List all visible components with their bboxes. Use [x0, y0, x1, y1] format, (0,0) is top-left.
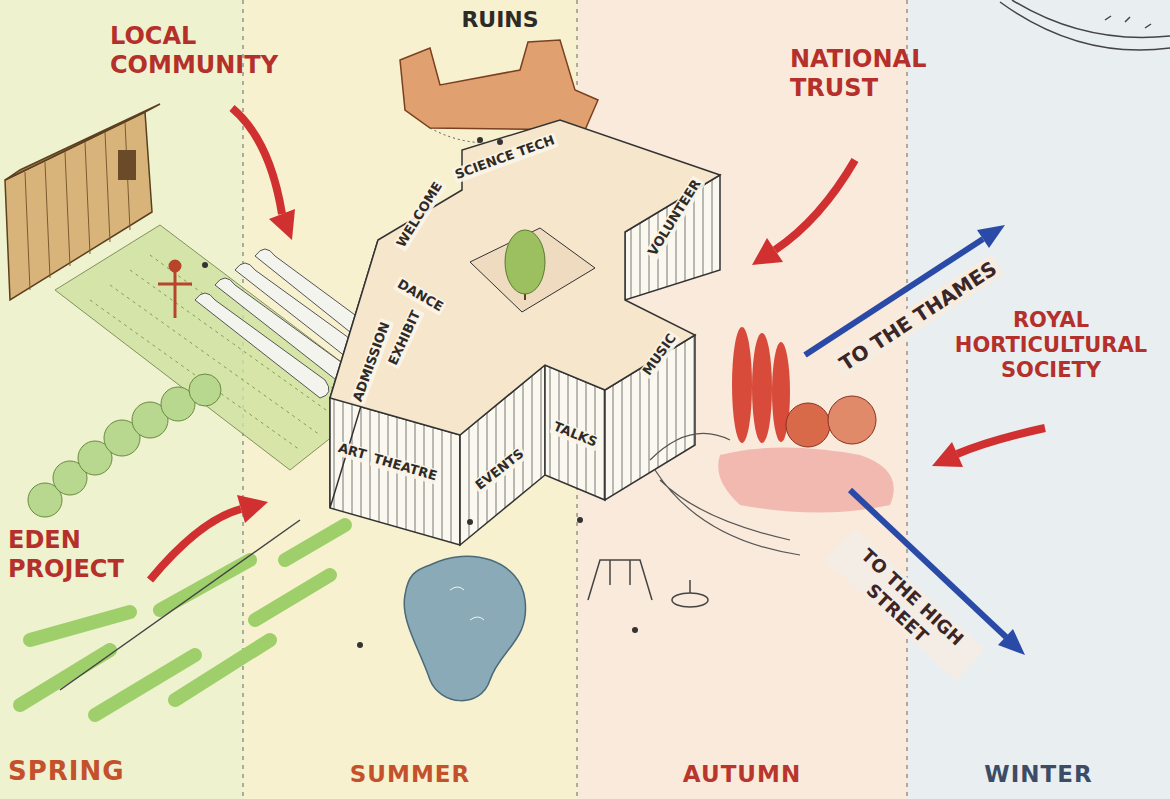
room-label: WELCOME	[393, 178, 447, 252]
hedge	[30, 612, 130, 640]
barn-roof	[5, 104, 160, 180]
season-label: AUTUMN	[577, 761, 907, 787]
pond-water	[404, 556, 525, 700]
season-band: AUTUMN	[577, 0, 907, 799]
room-label: VOLUNTEER	[645, 176, 706, 261]
tree-row	[28, 374, 221, 517]
person	[632, 627, 638, 633]
scarecrow-arms	[158, 283, 192, 286]
barn-planks	[25, 122, 130, 290]
courtyard	[470, 228, 595, 312]
room-label: MUSIC	[639, 330, 681, 381]
roundabout-post	[689, 580, 691, 593]
courtyard-tree	[505, 230, 545, 294]
ruin-walls	[400, 40, 598, 130]
hedge	[20, 650, 110, 705]
annotation-label: EDEN PROJECT	[8, 526, 143, 584]
swing-frame	[588, 560, 652, 600]
room-label: TALKS	[549, 419, 601, 451]
annotation-label: ROYAL HORTICULTURAL SOCIETY	[938, 308, 1164, 384]
red-arrow	[232, 108, 282, 214]
hedge	[285, 525, 345, 560]
annotation-label: NATIONAL TRUST	[790, 45, 1005, 103]
crop-rows	[90, 255, 355, 450]
season-band: SUMMER	[243, 0, 577, 799]
season-band: WINTER	[907, 0, 1170, 799]
person	[202, 262, 208, 268]
round-tree	[786, 403, 830, 447]
person	[577, 517, 583, 523]
room-label: ART	[334, 440, 369, 463]
annotation-label: RUINS	[461, 7, 538, 33]
barn-wall	[5, 112, 152, 300]
building: WELCOMESCIENCE TECHVOLUNTEERDANCEEXHIBIT…	[320, 115, 740, 565]
building-roof	[330, 120, 720, 435]
annotation-label: LOCAL COMMUNITY	[110, 22, 325, 80]
hedge	[160, 560, 250, 610]
bridge-arc	[1000, 2, 1170, 50]
person	[467, 519, 473, 525]
person	[357, 642, 363, 648]
arrows	[150, 108, 1045, 655]
hedge	[95, 655, 195, 715]
season-label: WINTER	[907, 761, 1170, 787]
tall-tree	[732, 327, 752, 443]
arrow-head	[998, 629, 1025, 655]
hedge	[175, 640, 270, 700]
people	[202, 137, 638, 648]
arrow-head	[269, 209, 295, 240]
scarecrow-post	[174, 270, 177, 318]
bridge-ticks	[1105, 16, 1151, 28]
person	[497, 139, 503, 145]
bridge	[1000, 0, 1170, 50]
arrow-head	[977, 225, 1005, 248]
bridge-arc	[1012, 0, 1170, 38]
winter-ground	[907, 0, 1170, 799]
arrow-head	[932, 442, 963, 467]
tall-tree	[752, 333, 772, 443]
room-label: SCIENCE TECH	[451, 132, 558, 183]
hedge	[255, 575, 330, 620]
room-label: EXHIBIT	[385, 307, 425, 370]
round-tree	[828, 396, 876, 444]
scarecrow	[158, 261, 192, 318]
swing-ropes	[610, 560, 630, 585]
scarecrow-head	[170, 261, 180, 271]
season-band: SPRING	[0, 0, 243, 799]
red-arrow	[957, 428, 1045, 454]
autumn-ground	[577, 0, 907, 799]
person	[477, 137, 483, 143]
tree	[189, 374, 221, 406]
arrow-head	[237, 495, 268, 523]
room-label: EVENTS	[471, 445, 528, 494]
barn-door	[118, 150, 136, 180]
room-label: THEATRE	[370, 451, 441, 485]
pond	[404, 556, 525, 700]
season-label: SPRING	[8, 757, 125, 787]
red-arrow	[150, 509, 241, 580]
season-label: SUMMER	[243, 761, 577, 787]
arrow-head	[752, 238, 783, 265]
roundabout	[672, 593, 708, 607]
barn	[5, 104, 160, 300]
playground	[588, 560, 708, 607]
ripples	[450, 587, 484, 620]
red-arrow	[775, 160, 855, 250]
season-divider	[907, 0, 908, 799]
